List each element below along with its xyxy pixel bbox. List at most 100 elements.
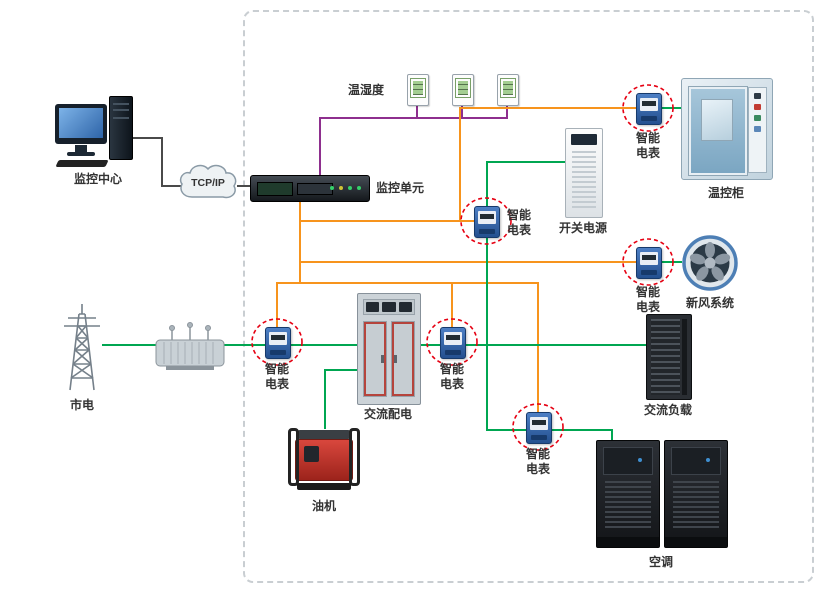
air-conditioner-label: 空调 [648,555,673,569]
generator-panel [304,446,319,462]
oil-generator [288,428,360,490]
pc-monitor-stand [75,145,87,152]
smart-meter-3 [636,247,662,279]
cabinet-gauges [363,299,415,315]
meter-label-line2: 电表 [635,146,660,160]
meter-label-line1: 智能 [525,447,550,461]
ac-load-rack [646,314,692,400]
unit-display [257,182,293,196]
smart-meter-1-label: 智能电表 [628,131,668,161]
switch-power-cabinet [565,128,603,218]
ac-base [597,537,659,547]
generator-base [297,483,351,490]
meter-label-line2: 电表 [507,223,532,237]
pc-screen [59,108,103,138]
pc-keyboard-icon [55,160,109,167]
smart-meter-4 [265,327,291,359]
meter-lcd [642,101,656,106]
meter-label-line1: 智能 [635,285,660,299]
cabinet-door-left [363,321,387,397]
mains-power-tower [58,298,106,392]
temp-humidity-label: 温湿度 [348,83,385,97]
fresh-air-system [681,234,739,292]
power-transmission-tower-icon [64,304,100,391]
generator-top-bar [298,430,350,439]
pc-tower-icon [109,96,133,160]
rack-slats [651,319,680,395]
monitoring-unit-label: 监控单元 [376,181,425,195]
meter-label-line2: 电表 [525,462,550,476]
smart-meter-6 [526,412,552,444]
meter-label-line2: 电表 [439,377,464,391]
meter-label-line1: 智能 [439,362,464,376]
ac-status-led [638,458,642,462]
chamber-window [701,99,733,141]
meter-lcd [446,335,460,340]
meter-buttons [270,350,286,355]
temp-humidity-sensor-3 [497,74,519,106]
ac-load-label: 交流负载 [643,403,692,417]
chamber-control-panel [748,87,767,173]
tcpip-label: TCP/IP [191,177,225,189]
meter-lcd [642,255,656,260]
sensor-lcd [500,78,516,98]
meter-buttons [479,229,495,234]
smart-meter-2 [474,206,500,238]
transformer [152,318,228,374]
monitoring-center-computer [55,96,141,170]
monitoring-center-label: 监控中心 [73,172,122,186]
temperature-control-cabinet [681,78,773,180]
meter-label-line1: 智能 [264,362,289,376]
cabinet-door-right [391,321,415,397]
smart-meter-5 [440,327,466,359]
ac-distribution-label: 交流配电 [363,407,412,421]
meter-label-line1: 智能 [507,208,532,222]
ac-display-panel [603,447,653,475]
smart-meter-1 [636,93,662,125]
mains-label: 市电 [69,398,94,412]
temp-humidity-sensor-1 [407,74,429,106]
air-conditioner-unit-2 [664,440,728,548]
rack-side-rail [682,319,687,395]
ac-grille [673,481,719,529]
tcpip-cloud: TCP/IP [176,160,240,208]
ac-grille [605,481,651,529]
generator-frame-right [349,428,360,486]
smart-meter-4-label: 智能电表 [257,362,297,392]
meter-lcd [480,214,494,219]
meter-label-line2: 电表 [264,377,289,391]
smart-meter-6-label: 智能电表 [518,447,558,477]
monitoring-unit-device [250,175,370,202]
air-conditioner-unit-1 [596,440,660,548]
meter-buttons [445,350,461,355]
smart-meter-3-label: 智能电表 [628,285,668,315]
meter-label-line2: 电表 [635,300,660,314]
meter-lcd [271,335,285,340]
system-boundary-box [243,10,814,583]
generator-label: 油机 [311,499,336,513]
unit-status-leds [357,186,361,190]
smart-meter-5-label: 智能电表 [432,362,472,392]
pc-monitor-base [67,152,95,156]
meter-buttons [641,270,657,275]
ac-distribution-cabinet [357,293,421,405]
sensor-lcd [455,78,471,98]
switch-power-label: 开关电源 [558,221,607,235]
ac-base [665,537,727,547]
oil-transformer-icon [155,322,225,370]
chamber-door [689,87,747,175]
cabinet-vents [572,151,596,209]
unit-slot [297,183,333,195]
ac-status-led [706,458,710,462]
axial-fan-icon [682,235,738,291]
generator-frame-left [288,428,299,486]
meter-lcd [532,420,546,425]
network-cloud-icon [179,164,237,199]
pc-monitor-icon [55,104,107,144]
meter-buttons [531,435,547,440]
cabinet-display [571,134,597,145]
ac-display-panel [671,447,721,475]
fresh-air-label: 新风系统 [685,296,734,310]
sensor-lcd [410,78,426,98]
